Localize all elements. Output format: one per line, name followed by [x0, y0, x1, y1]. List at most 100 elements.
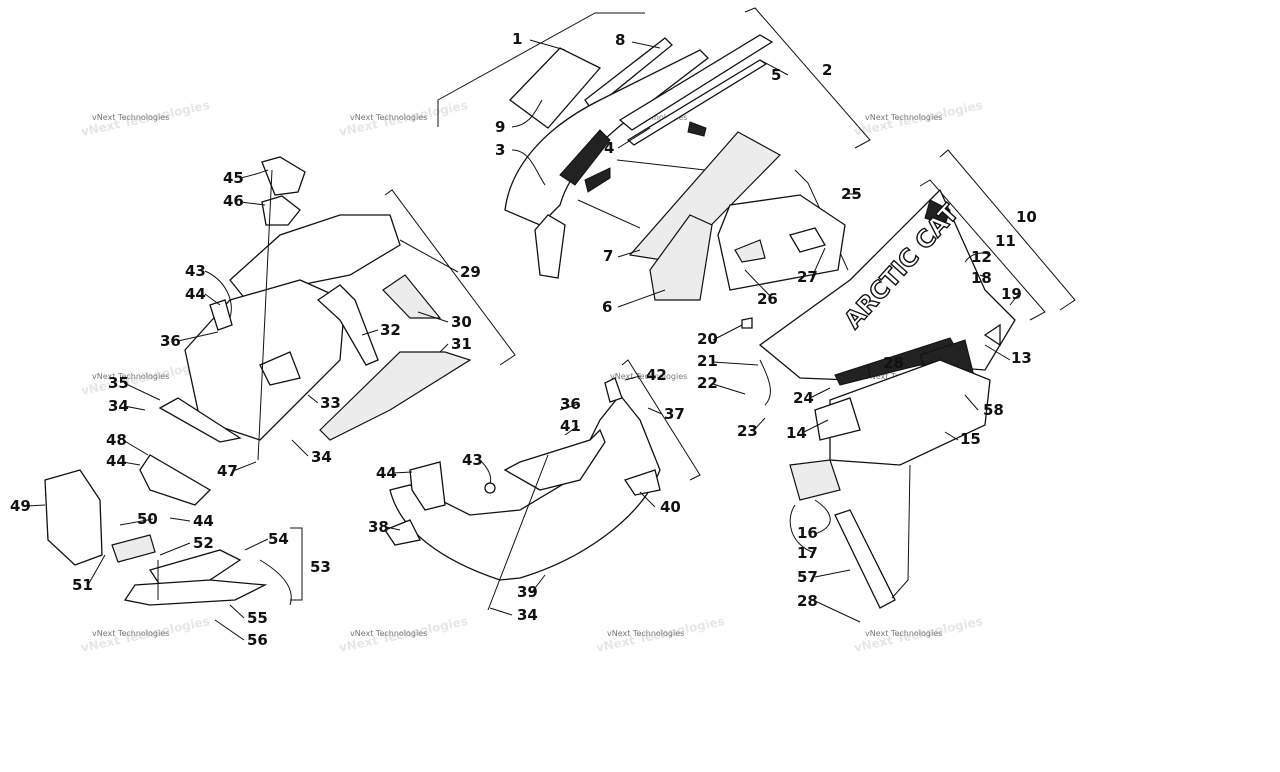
windshield-assembly — [437, 7, 871, 301]
callout-39: 39 — [517, 583, 538, 601]
callout-30: 30 — [451, 313, 472, 331]
callout-44-c: 44 — [193, 512, 214, 530]
callout-32: 32 — [380, 321, 401, 339]
part-32 — [316, 284, 379, 366]
callout-51: 51 — [72, 576, 93, 594]
callout-16: 16 — [797, 524, 818, 542]
callout-50: 50 — [137, 510, 158, 528]
lower-left-components — [44, 454, 303, 606]
callout-1: 1 — [512, 30, 522, 48]
callout-54: 54 — [268, 530, 289, 548]
callout-43-b: 43 — [462, 451, 483, 469]
part-31 — [319, 351, 472, 441]
svg-text:vNext Technologies: vNext Technologies — [865, 629, 942, 638]
callout-43-a: 43 — [185, 262, 206, 280]
part-16 — [789, 459, 841, 501]
callout-38: 38 — [368, 518, 389, 536]
callout-20: 20 — [697, 330, 718, 348]
part-43-grommet — [484, 482, 496, 494]
callout-8: 8 — [615, 31, 625, 49]
callout-5: 5 — [771, 66, 781, 84]
part-6 — [649, 214, 713, 301]
svg-text:vNext Technologies: vNext Technologies — [607, 629, 684, 638]
watermark: vNext Technologies — [610, 372, 687, 381]
part-20 — [741, 317, 753, 329]
part-38 — [384, 519, 421, 546]
svg-text:vNext Technologies: vNext Technologies — [865, 113, 942, 122]
callout-55: 55 — [247, 609, 268, 627]
callout-45: 45 — [223, 169, 244, 187]
part-43 — [209, 299, 233, 331]
belly-pan-assembly — [384, 359, 701, 611]
part-46 — [261, 195, 301, 226]
part-3-lower — [534, 214, 566, 279]
part-9 — [509, 47, 602, 129]
callout-4: 4 — [604, 139, 614, 157]
part-42 — [604, 377, 623, 403]
svg-text:vNext Technologies: vNext Technologies — [350, 629, 427, 638]
part-48 — [139, 454, 212, 506]
callout-58: 58 — [983, 401, 1004, 419]
callout-13: 13 — [1011, 349, 1032, 367]
callout-19: 19 — [1001, 285, 1022, 303]
svg-text:vNext Technologies: vNext Technologies — [350, 113, 427, 122]
callout-3: 3 — [495, 141, 505, 159]
callout-35: 35 — [108, 374, 129, 392]
part-25 — [717, 194, 846, 291]
part-53-tray — [123, 579, 268, 606]
callout-22: 22 — [697, 374, 718, 392]
callout-18: 18 — [971, 269, 992, 287]
part-50-box — [111, 534, 156, 563]
callout-14: 14 — [786, 424, 807, 442]
part-27 — [789, 227, 826, 253]
part-44-bracket — [409, 461, 446, 511]
callout-31: 31 — [451, 335, 472, 353]
callout-29: 29 — [460, 263, 481, 281]
callout-26: 26 — [757, 290, 778, 308]
callout-24: 24 — [793, 389, 814, 407]
svg-text:vNext Technologies: vNext Technologies — [92, 629, 169, 638]
callout-44-d: 44 — [376, 464, 397, 482]
callout-37: 37 — [664, 405, 685, 423]
callout-34-a: 34 — [108, 397, 129, 415]
part-35 — [158, 397, 242, 443]
part-30 — [382, 274, 442, 319]
callout-42: 42 — [646, 366, 667, 384]
callout-56: 56 — [247, 631, 268, 649]
callout-34-b: 34 — [311, 448, 332, 466]
part-console-body — [184, 279, 346, 441]
callout-27: 27 — [797, 268, 818, 286]
part-5 — [626, 59, 768, 146]
callout-40: 40 — [660, 498, 681, 516]
callout-7: 7 — [603, 247, 613, 265]
part-36-41 — [503, 428, 606, 491]
callout-57: 57 — [797, 568, 818, 586]
part-14 — [814, 397, 861, 441]
callout-47: 47 — [217, 462, 238, 480]
console-assembly — [158, 156, 516, 461]
callout-52: 52 — [193, 534, 214, 552]
leader-lines — [26, 39, 1019, 641]
part-4 — [618, 34, 774, 131]
part-33-window — [259, 351, 301, 386]
callout-10: 10 — [1016, 208, 1037, 226]
callout-33: 33 — [320, 394, 341, 412]
svg-text:vNext Technologies: vNext Technologies — [92, 113, 169, 122]
callout-17: 17 — [797, 544, 818, 562]
callout-12: 12 — [971, 248, 992, 266]
callout-44-a: 44 — [185, 285, 206, 303]
callout-28-upper: 28 — [883, 354, 904, 372]
callout-44-b: 44 — [106, 452, 127, 470]
part-40 — [623, 469, 661, 496]
callout-48: 48 — [106, 431, 127, 449]
part-57 — [834, 509, 896, 609]
callout-11: 11 — [995, 232, 1016, 250]
callout-28-lower: 28 — [797, 592, 818, 610]
